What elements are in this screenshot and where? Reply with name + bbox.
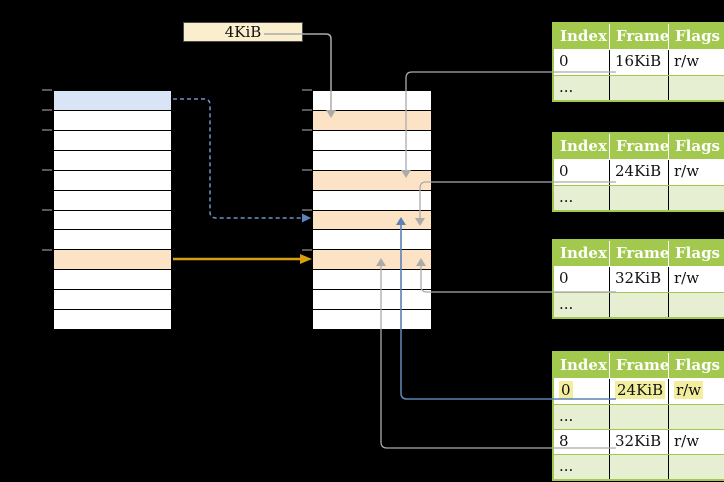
table-row: 0 16KiB r/w [554,50,724,75]
cell-index: ... [559,78,574,96]
column-header-frame: Frame [609,134,668,159]
cell-frame: 16KiB [609,50,668,75]
cell-index: ... [559,295,574,313]
column-header-flags: Flags [668,24,724,49]
memory-row-white [54,290,171,311]
cell-index: ... [559,457,574,475]
memory-row-white [313,310,431,330]
cell-flags [668,186,724,210]
page-table-4-header: Index Frame Flags [554,353,724,379]
column-header-frame: Frame [609,353,668,378]
column-header-index: Index [560,137,607,155]
table-row-ellipsis: ... [554,185,724,210]
page-table-1-header: Index Frame Flags [554,24,724,50]
page-size-label-box: 4KiB [183,22,303,42]
memory-row-orange [313,210,431,231]
cell-flags: r/w [668,379,724,404]
highlight: 24KiB [615,381,666,399]
cell-flags [668,405,724,429]
column-header-index: Index [560,244,607,262]
memory-row-white [54,210,171,231]
table-row-ellipsis: ... [554,404,724,429]
page-table-4: Index Frame Flags 0 24KiB r/w ... 8 32Ki… [552,351,724,481]
memory-row-white [313,290,431,311]
memory-row-white [313,91,431,111]
cell-index: 0 [559,52,569,70]
cell-flags: r/w [668,160,724,185]
cell-index: ... [559,407,574,425]
cell-index: 0 [559,269,569,287]
column-header-index: Index [560,27,607,45]
cell-index: 0 [559,162,569,180]
memory-row-orange [313,250,431,271]
table-row-ellipsis: ... [554,454,724,479]
memory-row-white [313,190,431,211]
highlight: 0 [559,381,573,399]
virtual-column-ticks [42,89,52,251]
page-size-label: 4KiB [224,23,262,41]
cell-frame: 24KiB [609,160,668,185]
cell-frame [609,455,668,479]
memory-row-white [54,170,171,191]
virtual-memory-column [53,90,172,330]
table-row: 0 32KiB r/w [554,267,724,292]
table-row: 0 24KiB r/w [554,160,724,185]
cell-frame: 32KiB [609,267,668,292]
cell-flags [668,455,724,479]
memory-row-white [54,110,171,131]
memory-row-white [54,150,171,171]
table-row-ellipsis: ... [554,75,724,100]
table-row-ellipsis: ... [554,292,724,317]
cell-frame: 32KiB [609,430,668,454]
arrow-virtual-page-orange [173,254,312,264]
memory-row-orange [313,170,431,191]
memory-row-white [313,130,431,151]
memory-row-white [54,130,171,151]
cell-index: 8 [559,432,569,450]
cell-index: 0 [554,379,609,404]
physical-memory-column [312,90,432,330]
memory-row-white [313,150,431,171]
page-table-3-header: Index Frame Flags [554,241,724,267]
page-table-3: Index Frame Flags 0 32KiB r/w ... [552,239,724,319]
cell-flags: r/w [668,50,724,75]
memory-row-white [54,310,171,330]
memory-row-white [54,270,171,291]
cell-frame: 24KiB [609,379,668,404]
cell-frame [609,293,668,317]
memory-row-white [313,270,431,291]
column-header-index: Index [560,356,607,374]
memory-row-orange [54,250,171,271]
column-header-flags: Flags [668,241,724,266]
page-table-2-header: Index Frame Flags [554,134,724,160]
cell-flags: r/w [668,267,724,292]
highlight: r/w [674,381,704,399]
memory-row-white [54,190,171,211]
memory-row-orange [313,110,431,131]
memory-row-blue [54,91,171,111]
memory-row-white [54,230,171,251]
column-header-flags: Flags [668,134,724,159]
arrow-virtual-page-dashed [173,98,311,223]
cell-flags [668,76,724,100]
cell-frame [609,76,668,100]
page-table-2: Index Frame Flags 0 24KiB r/w ... [552,132,724,212]
table-row: 8 32KiB r/w [554,429,724,454]
cell-frame [609,186,668,210]
cell-index: ... [559,188,574,206]
cell-flags [668,293,724,317]
column-header-frame: Frame [609,24,668,49]
page-table-1: Index Frame Flags 0 16KiB r/w ... [552,22,724,102]
physical-column-ticks [302,89,312,251]
column-header-flags: Flags [668,353,724,378]
cell-frame [609,405,668,429]
memory-row-white [313,230,431,251]
table-row-highlighted: 0 24KiB r/w [554,379,724,404]
column-header-frame: Frame [609,241,668,266]
cell-flags: r/w [668,430,724,454]
